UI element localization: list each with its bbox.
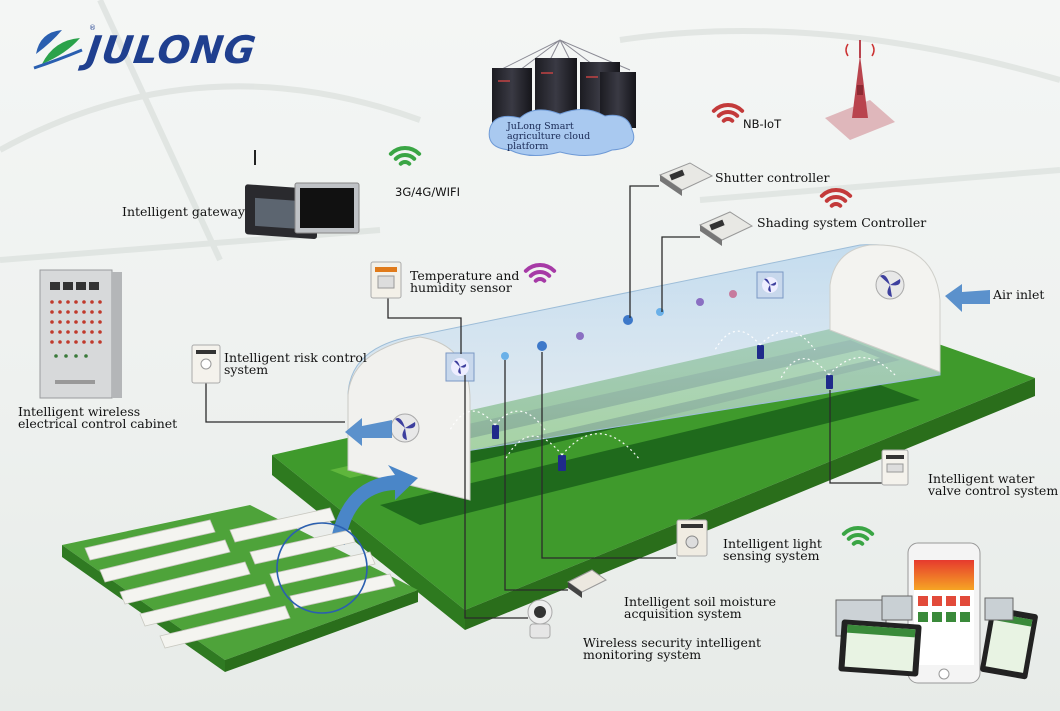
zoom-arrow	[330, 465, 418, 545]
electrical-cabinet	[39, 269, 122, 399]
registered-mark: ®	[89, 24, 96, 32]
temp-humidity-label: Temperature and humidity sensor	[410, 268, 520, 295]
connector-lines	[205, 185, 882, 619]
camera-icon	[527, 599, 553, 639]
cabinet-label: Intelligent wireless electrical control …	[18, 404, 178, 431]
shading-label: Shading system Controller	[757, 215, 927, 230]
antenna-tower-icon	[825, 40, 895, 140]
gateway-label: Intelligent gateway	[122, 204, 245, 219]
brand-name: JULONG	[83, 28, 260, 72]
fan-icon	[756, 271, 784, 299]
cloud-platform	[488, 39, 636, 156]
gateway-device	[245, 150, 360, 239]
water-spray	[449, 330, 896, 461]
roof-sensor-dots	[501, 290, 737, 360]
background-frames	[0, 0, 1060, 263]
light-sensing-label: Intelligent light sensing system	[723, 536, 822, 563]
water-valve-label: Intelligent water valve control system	[928, 471, 1059, 498]
greenhouse-farm	[62, 505, 418, 672]
shutter-label: Shutter controller	[715, 170, 830, 185]
security-label: Wireless security intelligent monitoring…	[583, 635, 762, 662]
wifi-signal-icon	[388, 103, 875, 546]
leaf-logo-icon	[33, 30, 83, 70]
risk-control-device	[191, 344, 221, 384]
sprinkler-icon	[492, 345, 833, 471]
shading-controller-device	[698, 211, 754, 246]
tablet-icon	[835, 595, 1038, 680]
fan-icon	[875, 270, 905, 300]
air-arrow	[345, 284, 990, 446]
soil-moisture-device	[567, 569, 607, 598]
fan-icon	[445, 352, 475, 382]
light-sensing-device	[676, 519, 708, 557]
soil-moisture-label: Intelligent soil moisture acquisition sy…	[624, 594, 776, 621]
fan-icon	[390, 413, 420, 443]
temp-humidity-sensor	[370, 261, 402, 299]
cloud-platform-label: JuLong Smart agriculture cloud platform	[507, 121, 591, 152]
air-inlet-label: Air inlet	[993, 287, 1045, 302]
risk-control-label: Intelligent risk control system	[224, 350, 367, 377]
brand-logo: ® JULONG	[32, 24, 312, 74]
smartphone-icon	[907, 542, 981, 684]
nb-iot-label: NB-IoT	[743, 117, 782, 131]
water-valve-device	[881, 449, 909, 486]
shutter-controller-device	[658, 162, 714, 196]
wireless-label: 3G/4G/WIFI	[395, 185, 460, 199]
